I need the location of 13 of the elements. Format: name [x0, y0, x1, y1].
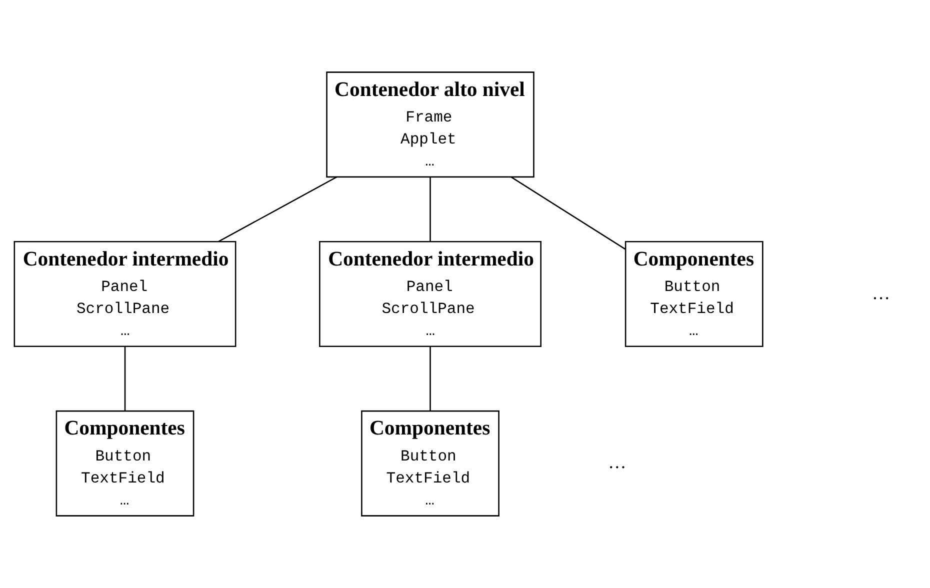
- node-box: Componentes Button TextField …: [360, 410, 499, 516]
- node-box: Contenedor alto nivel Frame Applet …: [326, 72, 534, 178]
- node-box: Componentes Button TextField …: [55, 410, 194, 516]
- node-box: Componentes Button TextField …: [624, 240, 763, 348]
- label: …: [608, 452, 626, 472]
- connector: [429, 346, 430, 411]
- node-box: Contenedor intermedio Panel ScrollPane …: [318, 240, 541, 348]
- connector: [218, 176, 336, 242]
- connector: [124, 346, 126, 411]
- connector: [429, 177, 430, 242]
- connector: [510, 176, 626, 250]
- node-box: Contenedor intermedio Panel ScrollPane …: [13, 240, 236, 348]
- label: …: [871, 282, 890, 303]
